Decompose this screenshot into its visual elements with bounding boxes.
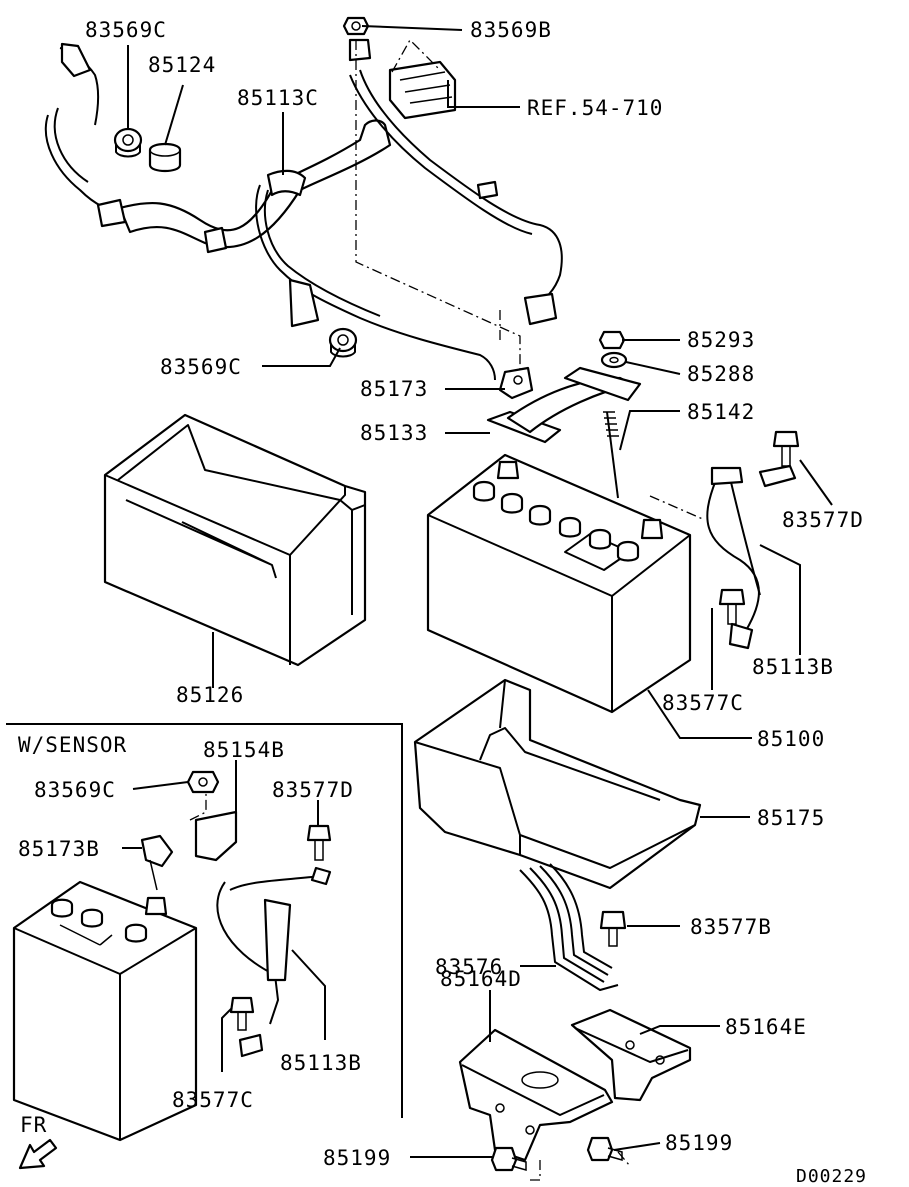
- dash-85199-left: [528, 1160, 541, 1181]
- diagram-code: D00229: [796, 1166, 867, 1187]
- label-85164e: 85164E: [725, 1015, 807, 1039]
- label-ref-54-710: REF.54-710: [527, 96, 663, 120]
- label-85113c: 85113C: [237, 86, 319, 110]
- nut-83569c-mid: [328, 327, 358, 358]
- part-labels: 83569C 85124 85113C 83569B REF.54-710 83…: [18, 18, 867, 1187]
- cap-85124: [148, 142, 182, 173]
- label-83569c-mid: 83569C: [160, 355, 242, 379]
- washer-85288: [600, 351, 628, 369]
- label-85293: 85293: [687, 328, 755, 352]
- label-85164d: 85164D: [440, 967, 522, 991]
- label-83577d: 83577D: [782, 508, 864, 532]
- inset-w-sensor: [6, 723, 403, 1142]
- label-85124: 85124: [148, 53, 216, 77]
- label-inset-83577d: 83577D: [272, 778, 354, 802]
- nut-85293: [598, 330, 626, 350]
- label-83577b: 83577B: [690, 915, 772, 939]
- label-83569c-top: 83569C: [85, 18, 167, 42]
- inset-battery: [12, 880, 198, 1142]
- rod-85142: [603, 411, 619, 499]
- label-85199-left: 85199: [323, 1146, 391, 1170]
- nut-83569c-top: [113, 127, 143, 158]
- bracket-85164d: [458, 1028, 614, 1162]
- label-85199-right: 85199: [665, 1131, 733, 1155]
- label-inset-85173b: 85173B: [18, 837, 100, 861]
- label-83576: 83576: [435, 955, 503, 979]
- inset-sensor-terminal-85173b: [140, 834, 174, 891]
- label-85288: 85288: [687, 362, 755, 386]
- bolt-83577c: [718, 588, 746, 625]
- label-85142: 85142: [687, 400, 755, 424]
- label-85173: 85173: [360, 377, 428, 401]
- inset-sensor-bracket-85154b: [189, 790, 238, 862]
- fr-label: FR: [20, 1113, 47, 1137]
- label-85175: 85175: [757, 806, 825, 830]
- bolt-85199-left: [490, 1146, 527, 1172]
- battery-85100: [426, 453, 692, 714]
- dash-85199-right: [617, 1151, 631, 1167]
- battery-cable-85113b: [649, 464, 797, 650]
- bolt-83577b: [599, 910, 627, 947]
- label-inset-85154b: 85154B: [203, 738, 285, 762]
- inset-nut-83569c: [186, 770, 220, 794]
- inset-bolt-83577c: [229, 996, 255, 1031]
- label-inset-83569c: 83569C: [34, 778, 116, 802]
- label-inset-83577c: 83577C: [172, 1088, 254, 1112]
- label-85100: 85100: [757, 727, 825, 751]
- battery-tray-85175: [413, 678, 702, 890]
- terminal-85173: [498, 366, 534, 400]
- inset-bolt-83577d: [306, 824, 332, 861]
- label-85126: 85126: [176, 683, 244, 707]
- label-85133: 85133: [360, 421, 428, 445]
- ref-connector-54-710: [388, 60, 457, 120]
- label-85113b: 85113B: [752, 655, 834, 679]
- leader-lines: [122, 25, 833, 1158]
- assembly-dash-lines: [355, 38, 521, 372]
- inset-title: W/SENSOR: [18, 733, 127, 757]
- battery-tray-85126: [103, 413, 367, 667]
- label-83569b: 83569B: [470, 18, 552, 42]
- bolt-83577d: [772, 430, 800, 467]
- hold-down-bracket-85133: [486, 366, 642, 444]
- bracket-85164e: [570, 1008, 692, 1102]
- inset-cable-85113b: [216, 866, 332, 1058]
- bracket-83576: [519, 863, 619, 991]
- front-direction-arrow: FR: [18, 1113, 58, 1170]
- wire-harness-85113c: [44, 38, 563, 381]
- label-83577c: 83577C: [662, 691, 744, 715]
- battery-caps: [472, 460, 664, 562]
- nut-83569b: [342, 16, 370, 36]
- label-inset-85113b: 85113B: [280, 1051, 362, 1075]
